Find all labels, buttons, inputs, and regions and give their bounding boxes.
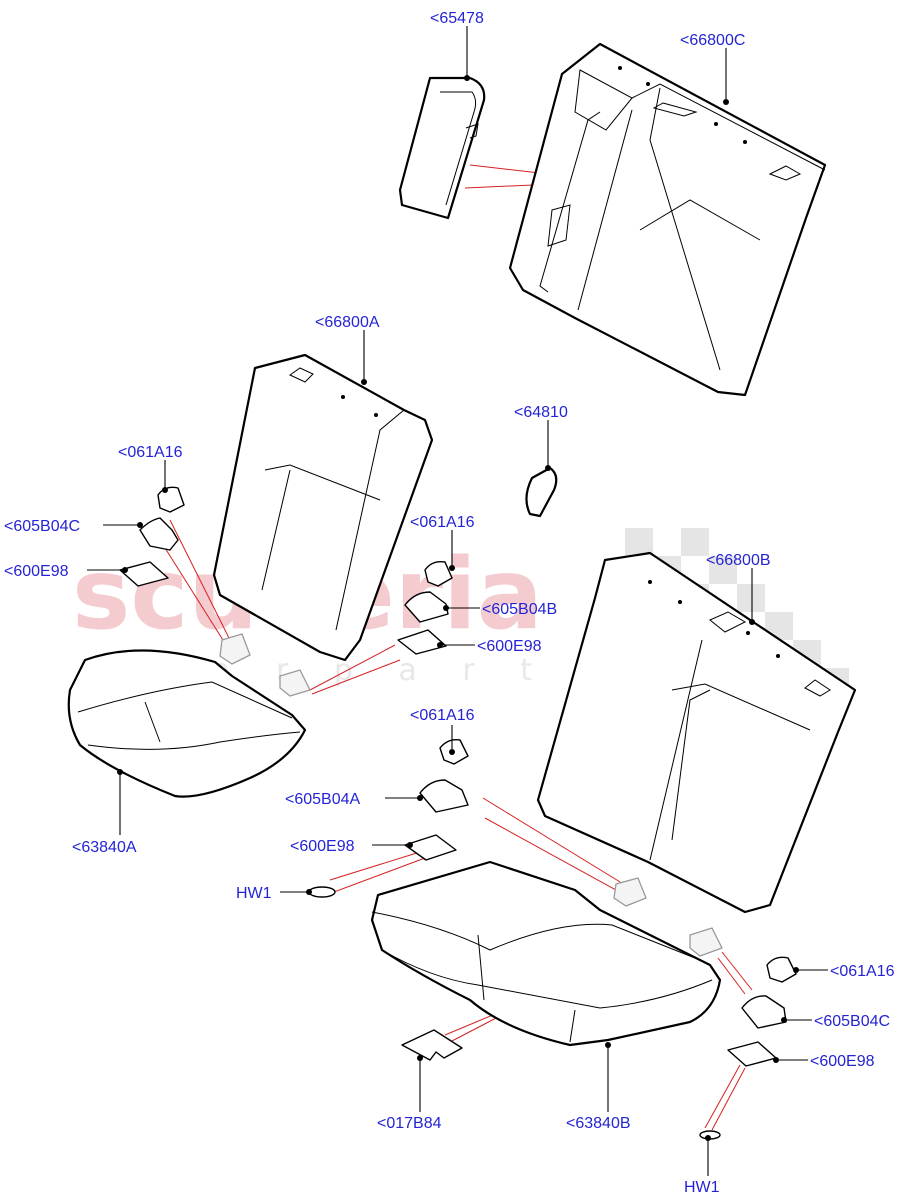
label-017B84: <017B84 <box>377 1115 442 1132</box>
seatback-66800C <box>508 42 827 397</box>
leader-lines <box>87 26 828 1176</box>
seatback-66800B <box>536 551 857 914</box>
label-hw1-bottom: HW1 <box>684 1179 720 1196</box>
bolster-64810 <box>525 466 558 518</box>
label-63840B: <63840B <box>566 1115 631 1132</box>
label-605B04C-right: <605B04C <box>814 1013 890 1030</box>
seatback-66800A <box>212 353 434 662</box>
label-605B04C-left: <605B04C <box>4 518 80 535</box>
label-600E98-right: <600E98 <box>810 1053 875 1070</box>
label-061A16-upper-left: <061A16 <box>118 444 183 461</box>
label-600E98-lower: <600E98 <box>290 838 355 855</box>
label-061A16-right: <061A16 <box>830 963 895 980</box>
label-600E98-left: <600E98 <box>4 563 69 580</box>
part-labels: <65478 <66800C <66800A <64810 <061A16 <6… <box>4 10 895 1196</box>
label-65478: <65478 <box>430 10 484 27</box>
ghost-clips <box>219 633 723 957</box>
label-hw1-left: HW1 <box>236 885 272 902</box>
cushion-63840A <box>67 649 307 798</box>
cushion-63840B <box>370 860 722 1047</box>
label-64810: <64810 <box>514 404 568 421</box>
armrest-65478 <box>398 76 486 220</box>
label-63840A: <63840A <box>72 839 137 856</box>
label-66800B: <66800B <box>706 552 771 569</box>
label-061A16-lower: <061A16 <box>410 707 475 724</box>
label-66800C: <66800C <box>680 32 745 49</box>
label-605B04A: <605B04A <box>285 791 361 808</box>
label-66800A: <66800A <box>315 314 380 331</box>
label-061A16-center: <061A16 <box>410 514 475 531</box>
label-600E98-center: <600E98 <box>477 638 542 655</box>
label-605B04B: <605B04B <box>482 601 557 618</box>
